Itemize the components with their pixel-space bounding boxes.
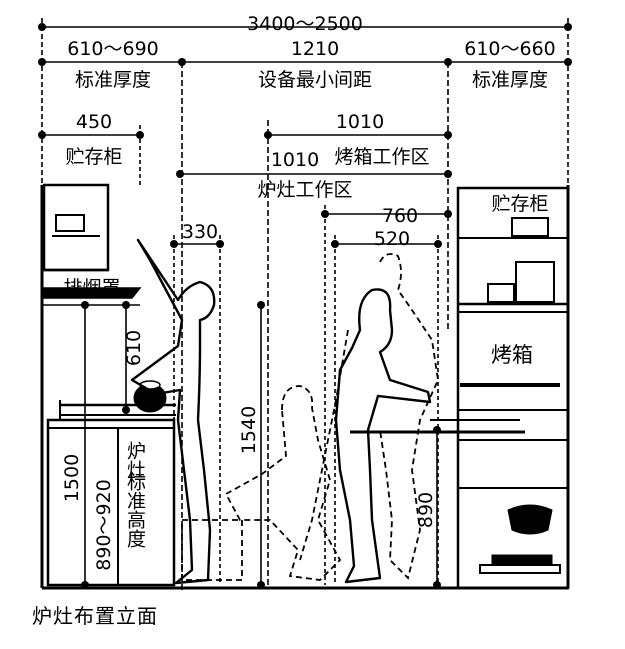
cabinet-width-label: 450 (76, 111, 112, 133)
reach-330-label: 330 (182, 221, 218, 243)
ghost-figures (181, 253, 439, 581)
right-depth-label: 610～660 (464, 38, 556, 60)
stove-label: 炉灶 (124, 441, 146, 479)
figure-caption: 炉灶布置立面 (32, 604, 158, 628)
stove-height-label: 890～920 (93, 479, 115, 571)
hood-610-label: 610 (123, 330, 145, 366)
standing-person-right (334, 288, 432, 584)
storage-left-label: 贮存柜 (65, 146, 122, 168)
std-depth-right-label: 标准厚度 (472, 69, 548, 91)
height-1500-label: 1500 (61, 454, 83, 502)
counter-890-label: 890 (415, 492, 437, 528)
std-height-label: 标准高度 (124, 472, 146, 548)
middle-gap-label: 1210 (291, 38, 339, 60)
figures (130, 238, 432, 585)
range-hood (43, 287, 142, 299)
total-width-label: 3400～2500 (247, 13, 363, 35)
stove-work-area-label: 炉灶工作区 (257, 179, 352, 201)
oven-work-area-label: 烤箱工作区 (334, 146, 429, 168)
right-storage-cabinet (456, 186, 570, 590)
reach-760-label: 760 (382, 205, 418, 227)
furniture (40, 183, 570, 590)
min-spacing-label: 设备最小间距 (258, 69, 372, 91)
height-1540-label: 1540 (238, 406, 260, 454)
oven-label: 烤箱 (491, 343, 533, 367)
storage-right-label: 贮存柜 (491, 193, 548, 215)
range-hood-label: 排烟罩 (63, 277, 120, 299)
standing-person-left (130, 238, 216, 585)
reach-520-label: 520 (374, 228, 410, 250)
left-storage-cabinet (42, 183, 110, 272)
left-depth-label: 610～690 (67, 38, 159, 60)
stove-cabinet (46, 418, 176, 587)
oven-zone-alt-label: 1010 (271, 149, 319, 171)
text-labels: 3400～2500 610～690 1210 610～660 标准厚度 设备最小… (61, 13, 556, 571)
std-depth-left-label: 标准厚度 (75, 69, 151, 91)
oven-zone-label: 1010 (336, 111, 384, 133)
